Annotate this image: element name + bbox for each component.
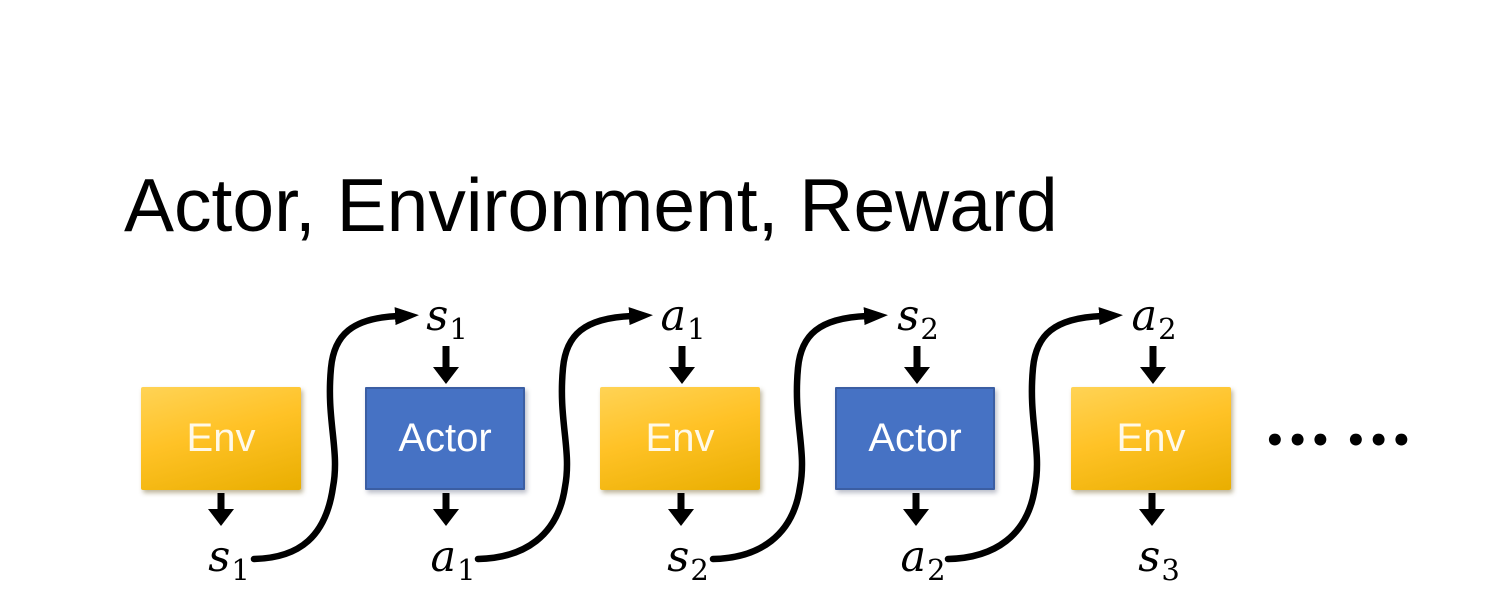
label-top-s2: s2 <box>873 291 963 344</box>
env-box-3: Env <box>1071 387 1231 490</box>
label-bottom-s2-sub: 2 <box>690 553 709 587</box>
env-box-1-label: Env <box>186 416 256 460</box>
label-bottom-a2-base: a <box>900 532 927 582</box>
label-bottom-s3-base: s <box>1138 532 1161 582</box>
slide-title: Actor, Environment, Reward <box>124 163 1058 248</box>
label-bottom-a2-sub: 2 <box>927 553 946 587</box>
label-bottom-s2: s2 <box>643 532 733 585</box>
env-box-1: Env <box>141 387 301 490</box>
label-top-s1-sub: 1 <box>449 312 468 346</box>
label-bottom-s2-base: s <box>667 532 690 582</box>
actor-box-1: Actor <box>365 387 525 490</box>
label-bottom-s3: s3 <box>1114 532 1204 585</box>
label-top-a1-sub: 1 <box>687 312 706 346</box>
env-box-2-label: Env <box>645 416 715 460</box>
label-top-a2-base: a <box>1131 291 1158 341</box>
label-top-a2: a2 <box>1109 291 1199 344</box>
label-bottom-s1: s1 <box>184 532 274 585</box>
label-bottom-s1-base: s <box>208 532 231 582</box>
label-bottom-s1-sub: 1 <box>231 553 250 587</box>
label-top-s1: s1 <box>402 291 492 344</box>
ellipsis-dots: ••• ••• <box>1264 421 1414 461</box>
label-bottom-a1-sub: 1 <box>457 553 476 587</box>
label-bottom-a1-base: a <box>430 532 457 582</box>
label-top-s2-base: s <box>897 291 920 341</box>
label-top-s2-sub: 2 <box>920 312 939 346</box>
actor-box-2-label: Actor <box>868 416 962 460</box>
label-bottom-s3-sub: 3 <box>1161 553 1180 587</box>
actor-box-2: Actor <box>835 387 995 490</box>
actor-box-1-label: Actor <box>398 416 492 460</box>
env-box-3-label: Env <box>1116 416 1186 460</box>
label-top-a1-base: a <box>660 291 687 341</box>
label-bottom-a1: a1 <box>408 532 498 585</box>
label-top-s1-base: s <box>426 291 449 341</box>
label-bottom-a2: a2 <box>878 532 968 585</box>
env-box-2: Env <box>600 387 760 490</box>
label-top-a2-sub: 2 <box>1158 312 1177 346</box>
label-top-a1: a1 <box>638 291 728 344</box>
